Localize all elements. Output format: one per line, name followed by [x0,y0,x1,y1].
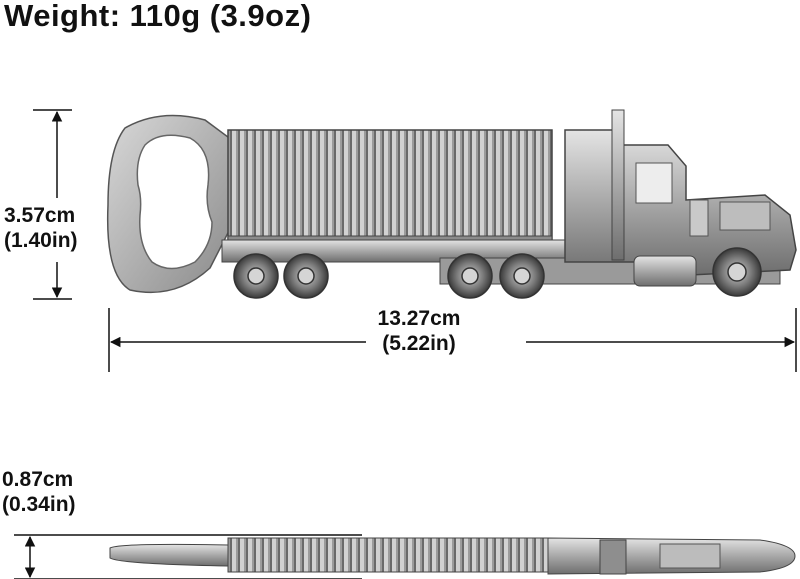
thickness-metric: 0.87cm [2,468,74,491]
truck-bottle-opener-side-view [106,109,797,299]
height-imperial: (1.40in) [4,229,78,252]
height-metric: 3.57cm [4,204,76,227]
height-dimension-line [33,109,72,300]
length-metric: 13.27cm [377,307,461,330]
truck-wheels [233,247,762,299]
thickness-dimension-label: 0.87cm (0.34in) [2,467,76,517]
thickness-dimension-line [14,534,362,579]
thickness-imperial: (0.34in) [2,493,76,516]
length-dimension-label: 13.27cm (5.22in) [364,306,474,356]
length-imperial: (5.22in) [382,332,456,355]
truck-bottle-opener-top-view [109,537,796,575]
weight-title: Weight: 110g (3.9oz) [4,0,312,33]
length-dimension-line [108,308,797,372]
height-dimension-label: 3.57cm (1.40in) [4,203,78,253]
